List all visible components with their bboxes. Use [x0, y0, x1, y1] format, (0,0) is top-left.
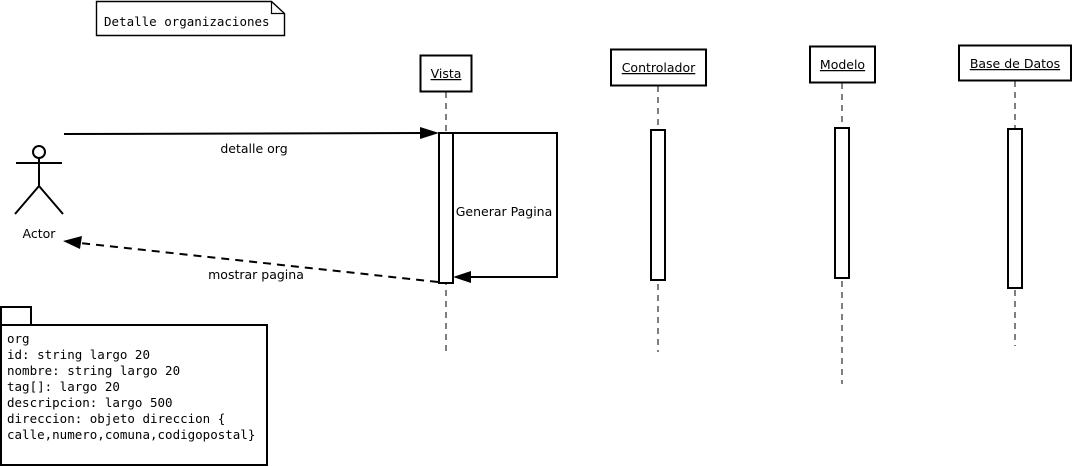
- org-package-text: org id: string largo 20 nombre: string l…: [7, 331, 255, 442]
- org-line: tag[]: largo 20: [7, 379, 120, 394]
- diagram-title: Detalle organizaciones: [104, 14, 270, 29]
- lifeline-base-datos: Base de Datos: [958, 44, 1072, 346]
- org-line: nombre: string largo 20: [7, 363, 180, 378]
- activation-modelo: [834, 127, 850, 279]
- org-line: id: string largo 20: [7, 347, 150, 362]
- message-generar-pagina-label: Generar Pagina: [456, 204, 553, 219]
- org-package: org id: string largo 20 nombre: string l…: [0, 306, 268, 466]
- activation-vista: [438, 132, 454, 284]
- diagram-title-note: Detalle organizaciones: [95, 0, 286, 37]
- lifeline-vista: Vista: [419, 54, 473, 356]
- message-detalle-org: detalle org: [63, 127, 439, 156]
- lifeline-controlador: Controlador: [610, 48, 707, 352]
- org-line: calle,numero,comuna,codigopostal}: [7, 427, 255, 442]
- message-detalle-org-label: detalle org: [220, 141, 287, 156]
- message-mostrar-pagina-label: mostrar pagina: [208, 267, 304, 282]
- actor-figure: [14, 145, 64, 215]
- actor-label: Actor: [23, 226, 57, 241]
- org-line: direccion: objeto direccion {: [7, 411, 225, 426]
- lifeline-base-datos-label: Base de Datos: [970, 56, 1060, 71]
- lifeline-modelo: Modelo: [809, 45, 876, 384]
- message-generar-pagina: Generar Pagina: [453, 132, 558, 283]
- message-mostrar-pagina: mostrar pagina: [63, 236, 439, 283]
- lifeline-vista-label: Vista: [431, 66, 462, 81]
- lifeline-controlador-label: Controlador: [622, 60, 696, 75]
- org-line: descripcion: largo 500: [7, 395, 173, 410]
- lifeline-modelo-label: Modelo: [820, 57, 865, 72]
- activation-base-datos: [1007, 128, 1023, 289]
- activation-controlador: [650, 129, 666, 281]
- org-line: org: [7, 331, 30, 346]
